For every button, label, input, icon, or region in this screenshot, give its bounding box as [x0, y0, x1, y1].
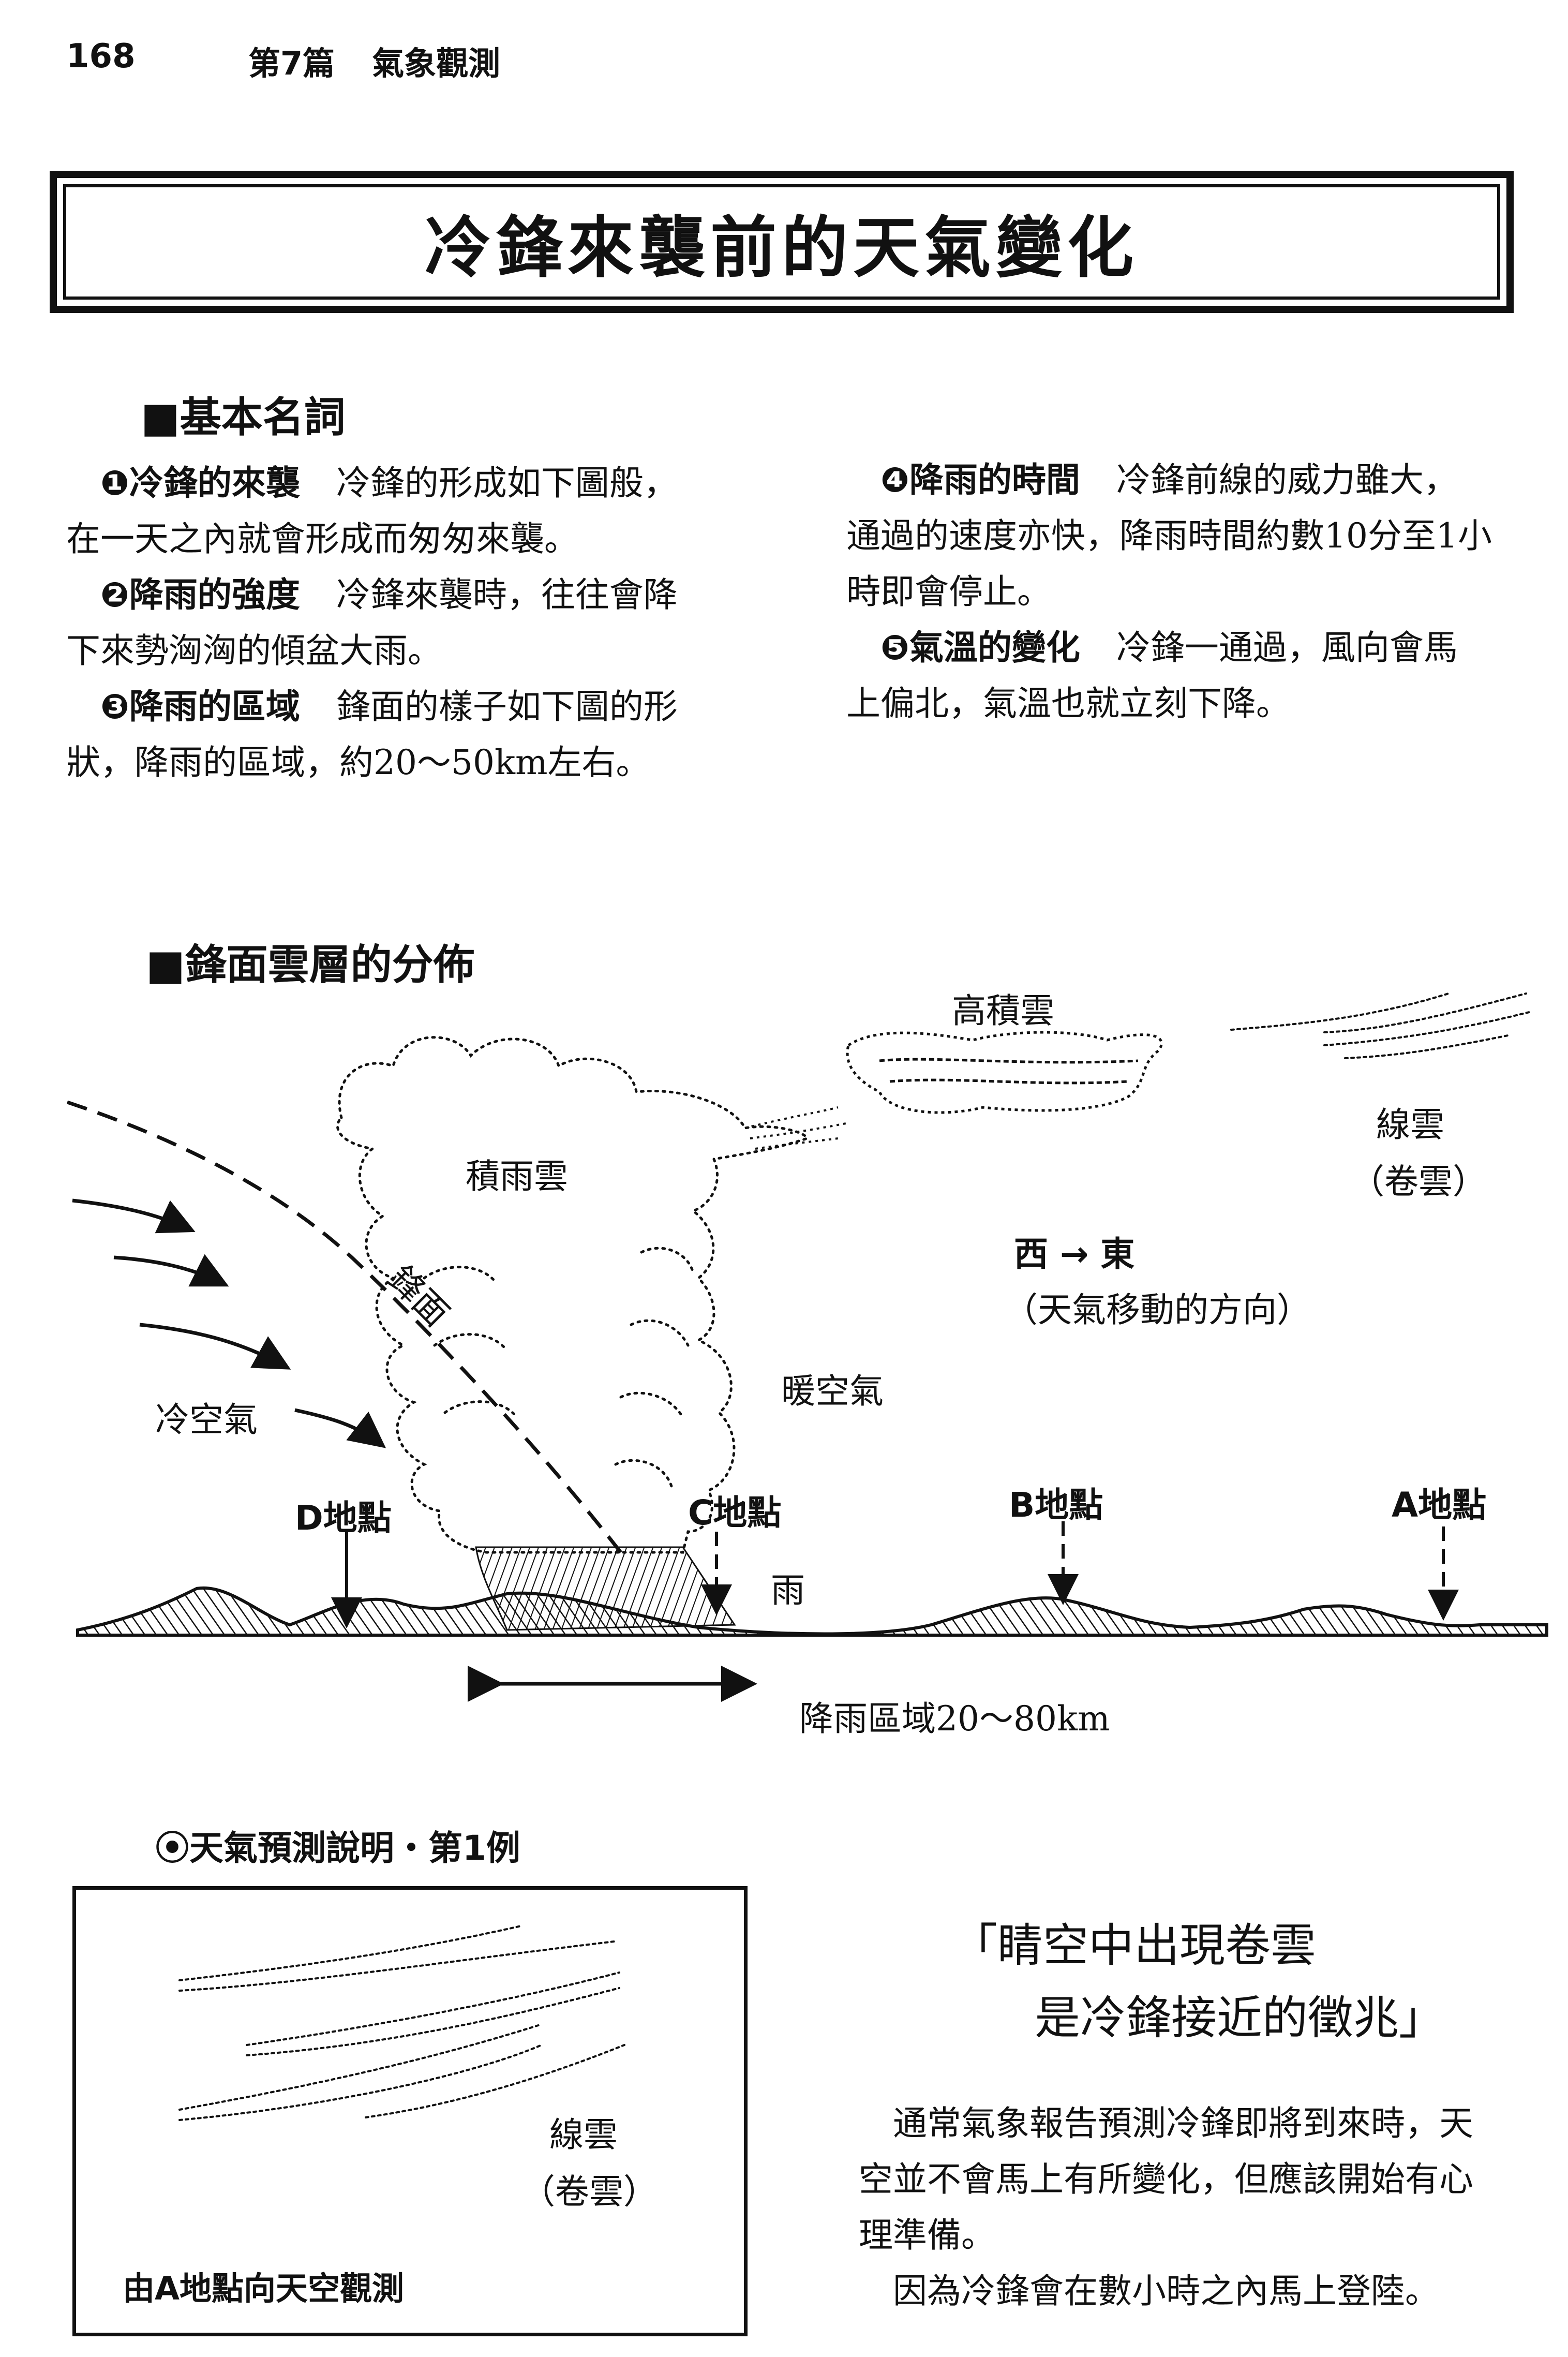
label-altocumulus: 高積雲: [952, 991, 1054, 1031]
term-1-title: ❶冷鋒的來襲: [100, 463, 300, 503]
section-label: 氣象觀測: [372, 45, 501, 82]
cirrus-streaks: [1230, 992, 1532, 1059]
page-title: 冷鋒來襲前的天氣變化: [424, 210, 1139, 287]
point-markers: [331, 1521, 1459, 1628]
term-5: ❺氣溫的變化冷鋒一通過，風向會馬 上偏北，氣溫也就立刻下降。: [846, 620, 1560, 732]
ground: [76, 1586, 1548, 1637]
term-4-title: ❹降雨的時間: [880, 460, 1080, 500]
example-body-line-3: 理準備。: [859, 2215, 995, 2255]
chapter-label: 第7篇: [248, 45, 335, 82]
page-number: 168: [66, 37, 136, 76]
title-box: 冷鋒來襲前的天氣變化: [50, 171, 1514, 313]
label-cirrus-paren: （卷雲）: [1350, 1162, 1487, 1202]
cumulonimbus-cloud: [336, 1036, 809, 1554]
label-cold-air: 冷空氣: [155, 1400, 258, 1440]
label-point-b: B地點: [1009, 1485, 1103, 1525]
chapter-header: 第7篇氣象觀測: [248, 37, 537, 84]
label-direction: 西 → 東: [1014, 1234, 1135, 1274]
basic-terms-heading: ■基本名詞: [141, 393, 346, 441]
term-4-line-2: 通過的速度亦快，降雨時間約數10分至1小: [846, 516, 1492, 556]
term-2: ❷降雨的強度冷鋒來襲時，往往會降 下來勢洶洶的傾盆大雨。: [66, 567, 790, 679]
label-direction-note: （天氣移動的方向）: [1004, 1290, 1311, 1330]
example-label-cirrus-paren: （卷雲）: [521, 2172, 658, 2212]
example-body: 通常氣象報告預測冷鋒即將到來時，天 空並不會馬上有所變化，但應該開始有心 理準備…: [859, 2096, 1552, 2319]
term-5-title: ❺氣溫的變化: [880, 628, 1080, 668]
example-quote: 「睛空中出現卷雲 是冷鋒接近的徵兆」: [952, 1909, 1444, 2054]
front-cloud-diagram: [66, 992, 1548, 1702]
term-1: ❶冷鋒的來襲冷鋒的形成如下圖般， 在一天之內就會形成而匆匆來襲。: [66, 455, 790, 567]
term-2-line-1: 冷鋒來襲時，往往會降: [336, 575, 678, 615]
term-1-line-1: 冷鋒的形成如下圖般，: [336, 463, 678, 503]
term-5-line-2: 上偏北，氣溫也就立刻下降。: [846, 684, 1290, 723]
term-3-title: ❸降雨的區域: [100, 687, 300, 727]
term-5-line-1: 冷鋒一通過，風向會馬: [1116, 628, 1458, 668]
label-rain-area: 降雨區域20～80km: [799, 1699, 1110, 1739]
term-3: ❸降雨的區域鋒面的樣子如下圖的形 狀，降雨的區域，約20～50km左右。: [66, 679, 790, 791]
example-label-cirrus: 線雲: [549, 2115, 618, 2155]
term-3-line-1: 鋒面的樣子如下圖的形: [336, 687, 678, 727]
example-caption: 由A地點向天空觀測: [123, 2270, 404, 2307]
cold-air-arrows: [72, 1198, 386, 1448]
term-2-title: ❷降雨的強度: [100, 575, 300, 615]
example-heading: ⦿天氣預測說明・第1例: [155, 1828, 520, 1868]
example-body-line-4: 因為冷鋒會在數小時之內馬上登陸。: [893, 2271, 1439, 2311]
term-1-line-2: 在一天之內就會形成而匆匆來襲。: [66, 519, 578, 559]
term-4-line-1: 冷鋒前線的威力雖大，: [1116, 460, 1458, 500]
label-point-a: A地點: [1392, 1485, 1487, 1525]
example-body-line-2: 空並不會馬上有所變化，但應該開始有心: [859, 2159, 1473, 2199]
term-3-line-2: 狀，降雨的區域，約20～50km左右。: [66, 743, 650, 782]
example-quote-line-1: 「睛空中出現卷雲: [952, 1919, 1317, 1972]
distribution-heading: ■鋒面雲層的分佈: [146, 941, 475, 989]
example-quote-line-2: 是冷鋒接近的徵兆」: [1035, 1991, 1445, 2044]
anvil-streaks: [744, 1106, 849, 1150]
label-point-c: C地點: [688, 1493, 782, 1533]
label-point-d: D地點: [295, 1498, 392, 1538]
example-cirrus-sketch: [178, 1925, 625, 2121]
altocumulus-cloud: [846, 1031, 1163, 1114]
term-4: ❹降雨的時間冷鋒前線的威力雖大， 通過的速度亦快，降雨時間約數10分至1小 時即…: [846, 452, 1560, 620]
front-line: [66, 1100, 622, 1554]
term-2-line-2: 下來勢洶洶的傾盆大雨。: [66, 631, 442, 671]
label-warm-air: 暖空氣: [781, 1371, 884, 1411]
example-box: 線雲 （卷雲） 由A地點向天空觀測: [72, 1886, 748, 2336]
term-4-line-3: 時即會停止。: [846, 572, 1051, 612]
example-body-line-1: 通常氣象報告預測冷鋒即將到來時，天: [893, 2103, 1473, 2143]
label-cumulonimbus: 積雨雲: [466, 1157, 568, 1196]
label-cirrus: 線雲: [1376, 1105, 1444, 1145]
label-rain: 雨: [771, 1570, 805, 1610]
